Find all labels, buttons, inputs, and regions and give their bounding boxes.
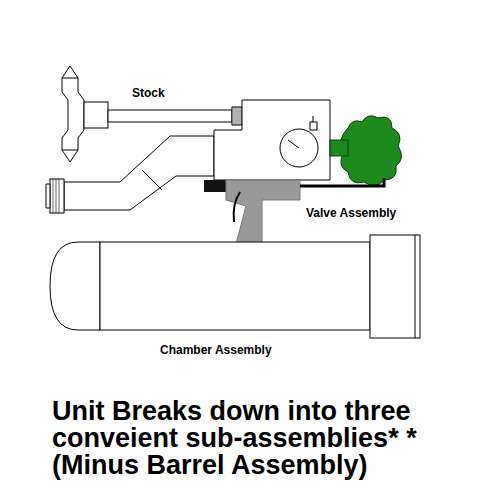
- stock-butt-edge: [62, 78, 78, 150]
- elbow-fitting: [50, 179, 64, 213]
- caption: Unit Breaks down into three conveient su…: [52, 398, 452, 479]
- coupler-lip: [415, 235, 416, 338]
- part-label: Valve Assembly: [306, 206, 396, 220]
- chamber-end-cap: [50, 242, 100, 330]
- valve-body: [214, 100, 330, 180]
- stock-tube: [108, 110, 232, 122]
- thread-lines: [53, 179, 59, 213]
- pump: [341, 116, 402, 186]
- pump-coupling: [330, 140, 348, 156]
- elbow: [46, 136, 214, 213]
- pistol-grip: [226, 180, 300, 244]
- elbow-pipe: [64, 136, 214, 210]
- chamber: [50, 235, 420, 338]
- stock-butt: [62, 66, 84, 162]
- valve-knob: [310, 122, 317, 130]
- trigger-wire: [234, 192, 240, 222]
- stock-thread: [232, 107, 242, 125]
- elbow-fitting-lip: [46, 184, 50, 208]
- pressure-gauge: [280, 129, 318, 167]
- part-label: Chamber Assembly: [160, 343, 272, 357]
- valve: [204, 100, 402, 244]
- chamber-tube: [100, 242, 370, 330]
- valve-stem: [313, 116, 314, 122]
- thread-lines: [234, 107, 240, 125]
- elbow-joint: [142, 170, 162, 190]
- stock-tee: [84, 102, 108, 128]
- gauge-needle: [288, 140, 299, 148]
- part-label: Stock: [132, 86, 165, 100]
- chamber-coupler: [370, 235, 420, 338]
- pump-hose: [300, 178, 384, 186]
